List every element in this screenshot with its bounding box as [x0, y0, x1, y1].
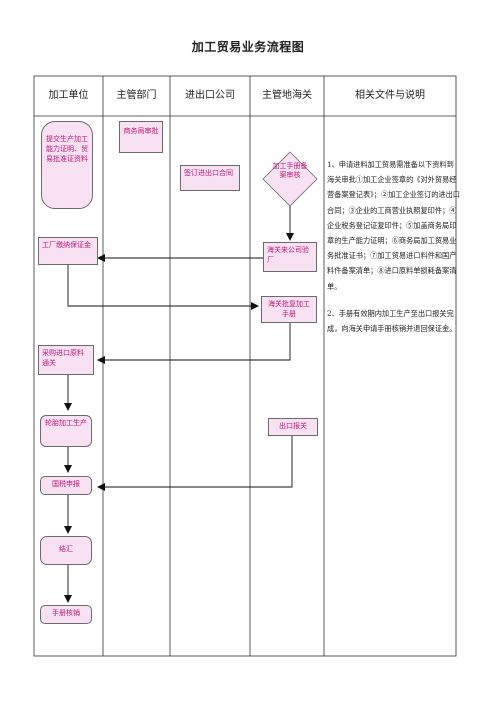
node-purchase-import-label: 采购进口原料通关: [42, 349, 84, 367]
column-header-processing-unit: 加工单位: [48, 90, 89, 101]
table-frame: [33, 75, 457, 657]
node-customs-approve-label: 海关批复加工手册: [268, 300, 310, 318]
node-factory-deposit-label: 工厂缴纳保证金: [42, 241, 91, 249]
column-header-customs: 主管地海关: [262, 90, 312, 101]
node-manual-cancel-label: 手册核销: [52, 609, 80, 617]
arrow-export-to-refund: [97, 436, 293, 491]
node-commerce-review: 商务局审批: [119, 121, 163, 153]
node-process-production-label: 轮胎加工生产: [45, 419, 87, 427]
node-submit-materials-label: 提交生产加工能力证明、贸易批准证资料: [46, 135, 88, 163]
node-settlement: 结汇: [40, 536, 92, 565]
arrow-deposit-to-approve: [67, 265, 259, 310]
node-factory-deposit: 工厂缴纳保证金: [38, 237, 98, 265]
note-item: 2、手册有效期内加工生产至出口报关完成，向海关申请手册核销并退回保证金。: [327, 308, 457, 334]
column-header-trade-company: 进出口公司: [185, 90, 235, 101]
documents-notes: 1、申请进料加工贸易需准备以下资料到海关审批①加工企业签章的《对外贸易经营备案登…: [327, 157, 460, 348]
arrow-approve-to-purchase: [97, 323, 291, 364]
node-sign-contract-label: 签订进出口合同: [184, 169, 233, 177]
node-settlement-label: 结汇: [59, 545, 73, 553]
node-purchase-import: 采购进口原料通关: [38, 345, 94, 375]
node-process-production: 轮胎加工生产: [40, 415, 92, 447]
page-title: 加工贸易业务流程图: [191, 40, 305, 54]
node-manual-cancel: 手册核销: [40, 605, 92, 624]
node-commerce-review-label: 商务局审批: [123, 127, 159, 135]
node-submit-materials: 提交生产加工能力证明、贸易批准证资料: [41, 121, 93, 209]
node-tax-refund: 国税申报: [40, 476, 92, 495]
node-export-declare: 出口报关: [268, 418, 318, 436]
column-header-authority: 主管部门: [116, 90, 157, 101]
note-item: 1、申请进料加工贸易需准备以下资料到海关审批①加工企业签章的《对外贸易经营备案登…: [327, 160, 460, 291]
node-customs-visit-label: 海关来公司验厂: [267, 246, 309, 264]
column-header-documents: 相关文件与说明: [355, 90, 425, 101]
node-sign-contract: 签订进出口合同: [180, 165, 240, 191]
node-customs-approve: 海关批复加工手册: [261, 296, 317, 323]
node-customs-review: 加工手册备案审核: [272, 162, 308, 180]
node-customs-review-label: 加工手册备案审核: [272, 162, 308, 179]
node-customs-visit: 海关来公司验厂: [263, 242, 317, 272]
node-tax-refund-label: 国税申报: [52, 480, 80, 488]
node-export-declare-label: 出口报关: [279, 422, 307, 430]
